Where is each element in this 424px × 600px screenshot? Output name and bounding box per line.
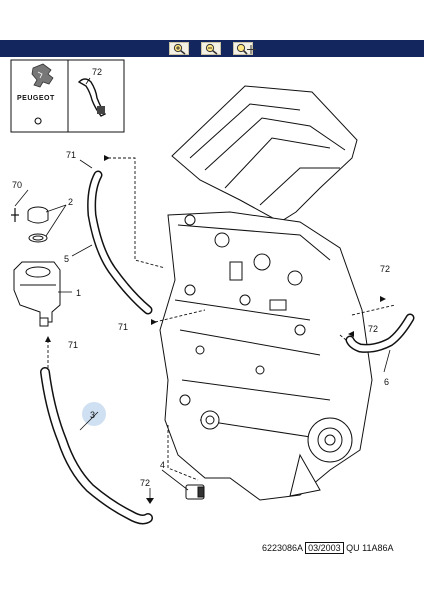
zoom-pan-button[interactable]	[233, 42, 256, 55]
zoom-pan-icon	[236, 43, 256, 55]
union-4	[185, 484, 205, 500]
callout-72-right-top: 72	[380, 264, 390, 274]
hose-3	[40, 367, 153, 525]
brand-inset: PEUGEOT 72	[10, 59, 125, 133]
callout-6: 6	[384, 377, 389, 387]
engine-block	[159, 85, 373, 501]
parts-diagram: PEUGEOT 72	[10, 59, 415, 525]
callout-72-inset: 72	[92, 67, 102, 77]
hose-6	[345, 313, 415, 353]
callout-72-bottom: 72	[140, 478, 150, 488]
small-clamp-icon	[77, 78, 107, 117]
callout-72-right-mid: 72	[368, 324, 378, 334]
callout-1: 1	[76, 288, 81, 298]
reservoir-cap	[27, 206, 49, 243]
brand-name: PEUGEOT	[17, 95, 55, 102]
expansion-reservoir	[13, 261, 61, 327]
zoom-out-icon	[205, 43, 218, 55]
footer: 6223086A 03/2003 QU 11A86A	[262, 542, 394, 554]
callout-71-left: 71	[68, 340, 78, 350]
hose-5	[87, 170, 153, 315]
callout-71-top: 71	[66, 150, 76, 160]
highlight-marker	[82, 402, 106, 426]
toolbar	[0, 40, 424, 57]
callout-2: 2	[68, 197, 73, 207]
zoom-out-button[interactable]	[201, 42, 221, 55]
zoom-in-button[interactable]	[169, 42, 189, 55]
drawing-date: 03/2003	[305, 542, 344, 554]
callout-70: 70	[12, 180, 22, 190]
bleed-screw	[11, 208, 19, 222]
leader-lines	[14, 159, 391, 503]
arrowheads	[45, 155, 386, 504]
callout-4: 4	[160, 460, 165, 470]
zoom-in-icon	[173, 43, 186, 55]
callout-71-mid: 71	[118, 322, 128, 332]
drawing-code: 6223086A	[262, 543, 303, 553]
peugeot-lion-logo	[31, 63, 54, 88]
callout-3: 3	[90, 410, 95, 420]
callout-5: 5	[64, 254, 69, 264]
drawing-ref: QU 11A86A	[346, 543, 394, 553]
